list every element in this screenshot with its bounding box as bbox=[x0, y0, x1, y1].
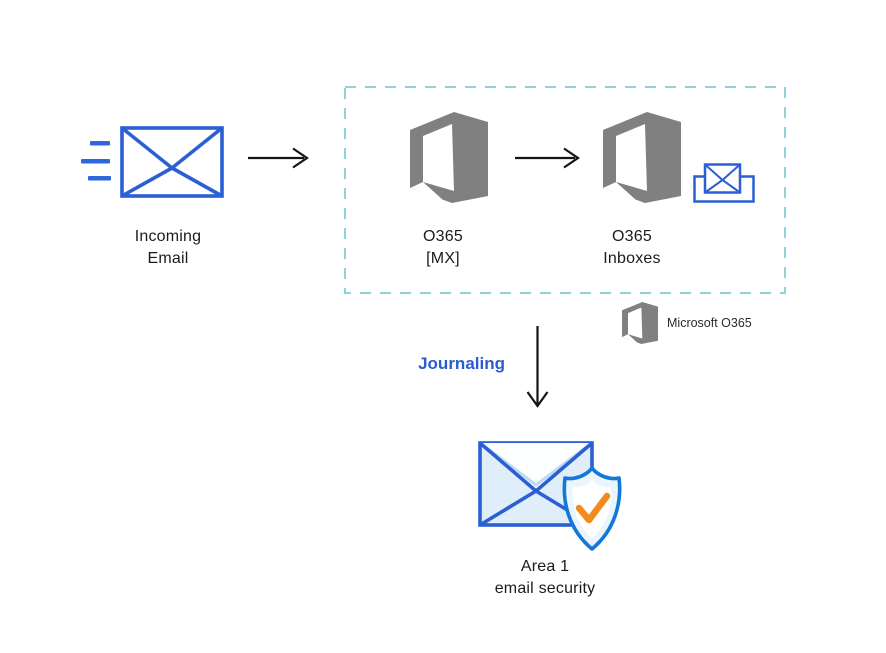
area1-label: Area 1 email security bbox=[494, 558, 596, 597]
incoming-email-envelope-icon bbox=[120, 126, 224, 198]
envelope-shield-icon bbox=[478, 441, 622, 551]
shield-check-icon bbox=[562, 466, 622, 551]
o365-mx-label: O365 [MX] bbox=[423, 228, 463, 267]
speed-lines-icon bbox=[81, 141, 111, 181]
arrow-right-icon bbox=[515, 147, 580, 169]
o365-inboxes-label: O365 Inboxes bbox=[603, 228, 661, 267]
o365-boundary-box bbox=[344, 86, 786, 294]
journaling-label: Journaling bbox=[418, 354, 505, 373]
arrow-down-icon bbox=[526, 326, 549, 408]
arrow-right-icon bbox=[248, 147, 309, 169]
incoming-email-label: Incoming Email bbox=[134, 228, 202, 267]
legend-label: Microsoft O365 bbox=[667, 316, 752, 330]
office-logo-inboxes-icon bbox=[603, 112, 681, 203]
legend-office-logo-icon bbox=[622, 302, 658, 344]
inbox-icon bbox=[693, 163, 755, 203]
office-logo-mx-icon bbox=[410, 112, 488, 203]
